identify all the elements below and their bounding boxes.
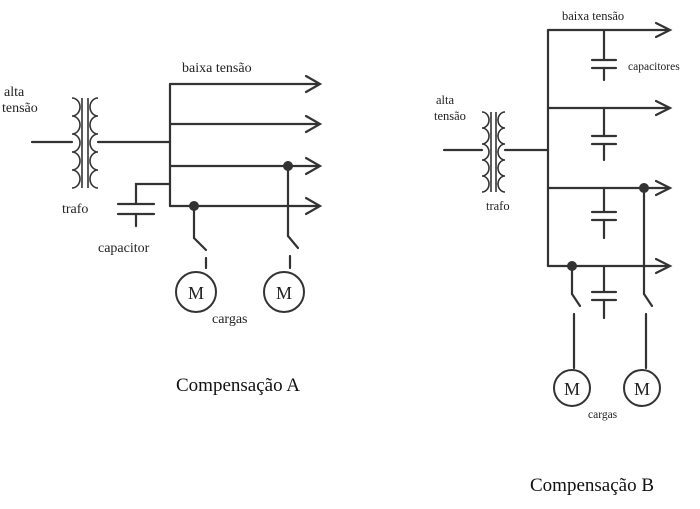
b-capacitors-label: capacitores [628,61,680,73]
b-load-left: M [553,261,591,407]
a-load-right: M [263,161,305,313]
b-loads-label: cargas [588,409,618,421]
a-capacitor-symbol [116,182,172,228]
a-output-label: baixa tensão [182,61,252,76]
diagram-a: M M alta tensão baixa tensão trafo capac… [2,61,323,396]
a-motor-right-symbol [263,271,305,313]
a-feeders [168,74,323,216]
b-motor-left-label: M [564,379,580,399]
a-motor-right-label: M [276,283,292,303]
b-output-label: baixa tensão [562,9,624,23]
b-capacitor-4 [590,264,618,320]
a-transformer-label: trafo [62,202,88,217]
a-caption: Compensação A [176,375,300,396]
a-capacitor-label: capacitor [98,241,150,256]
a-input-label-line1: alta [4,85,25,100]
b-motor-right-symbol [623,369,661,407]
b-transformer-label: trafo [486,199,510,213]
a-motor-left-label: M [188,283,204,303]
b-transformer-symbol [481,111,506,193]
diagram-b: M M alta tensão baixa tensão capacitores… [434,9,680,496]
b-motor-right-label: M [634,379,650,399]
a-input-label-line2: tensão [2,101,38,116]
b-input-label-line1: alta [436,93,454,107]
b-input-label-line2: tensão [434,109,466,123]
b-capacitor-2 [590,106,618,162]
b-motor-left-symbol [553,369,591,407]
a-load-left: M [175,201,217,313]
a-transformer-symbol [71,97,99,189]
a-motor-left-symbol [175,271,217,313]
b-capacitor-3 [590,186,618,240]
a-loads-label: cargas [212,312,248,327]
b-capacitor-1 [590,28,618,82]
b-caption: Compensação B [530,475,654,496]
b-load-right: M [623,183,661,407]
